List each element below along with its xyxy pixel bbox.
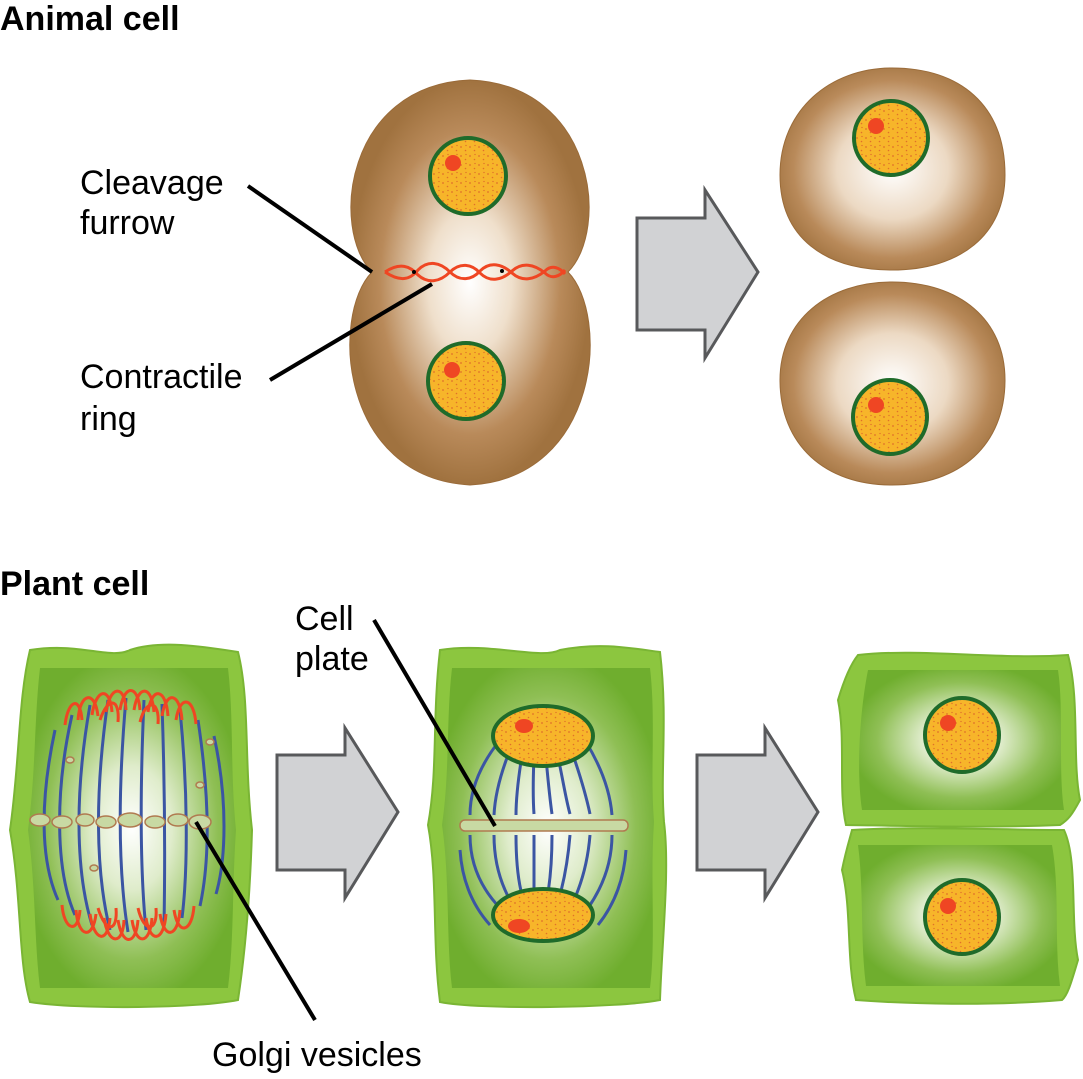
animal-daughter-cell-bottom (779, 281, 1006, 486)
chromosomes-bottom (60, 904, 196, 941)
arrow-right-icon (635, 184, 760, 364)
plant-cell-telophase (8, 643, 254, 1009)
nucleus-top (428, 136, 508, 216)
arrow-right-icon (275, 722, 400, 904)
nucleus-bottom (426, 341, 506, 421)
plant-cell-cell-plate (426, 645, 668, 1009)
svg-text:furrow: furrow (80, 204, 175, 242)
plant-cell-heading: Plant cell (0, 565, 149, 603)
contractile-ring (384, 262, 567, 283)
cell-plate (459, 819, 629, 832)
contractile-ring-leader (268, 282, 434, 382)
cleavage-furrow-leader (246, 184, 374, 274)
nucleus-bottom (491, 887, 595, 943)
cell-plate-label: Cell plate (295, 600, 497, 828)
svg-text:Cleavage: Cleavage (80, 164, 224, 202)
golgi-vesicles-label: Golgi vesicles (194, 820, 422, 1074)
plant-daughter-cell-top (836, 651, 1082, 828)
golgi-vesicles-row (29, 738, 215, 872)
animal-daughter-cell-top (779, 67, 1006, 271)
golgi-vesicles-leader (194, 820, 317, 1022)
contractile-ring-label: Contractile ring (80, 282, 434, 438)
svg-text:ring: ring (80, 400, 137, 438)
svg-text:plate: plate (295, 640, 369, 678)
animal-cell-heading: Animal cell (0, 0, 180, 38)
plant-daughter-cell-bottom (840, 827, 1080, 1005)
svg-text:Contractile: Contractile (80, 358, 243, 396)
animal-cell-dividing (349, 79, 591, 486)
cleavage-furrow-label: Cleavage furrow (80, 164, 374, 274)
svg-text:Cell: Cell (295, 600, 354, 638)
svg-text:Golgi vesicles: Golgi vesicles (212, 1036, 422, 1074)
chromosomes-top (63, 689, 198, 726)
cell-plate-leader (372, 618, 497, 828)
nucleus-top (491, 704, 595, 768)
arrow-right-icon (695, 722, 820, 904)
